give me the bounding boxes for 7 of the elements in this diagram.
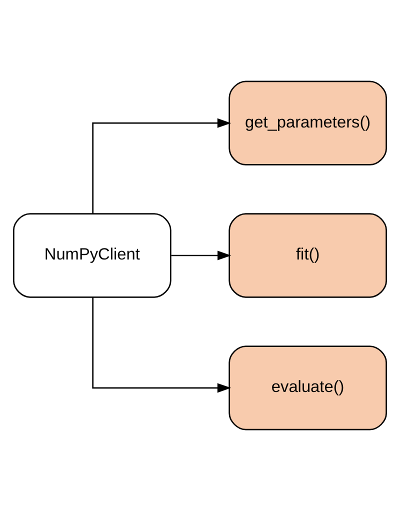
node-box: get_parameters()	[228, 80, 387, 165]
arrow	[92, 118, 232, 214]
node-box: fit()	[228, 212, 387, 298]
node-box: evaluate()	[228, 345, 387, 430]
arrow	[92, 296, 232, 392]
node-box: NumPyClient	[13, 212, 172, 298]
arrow	[171, 250, 232, 260]
